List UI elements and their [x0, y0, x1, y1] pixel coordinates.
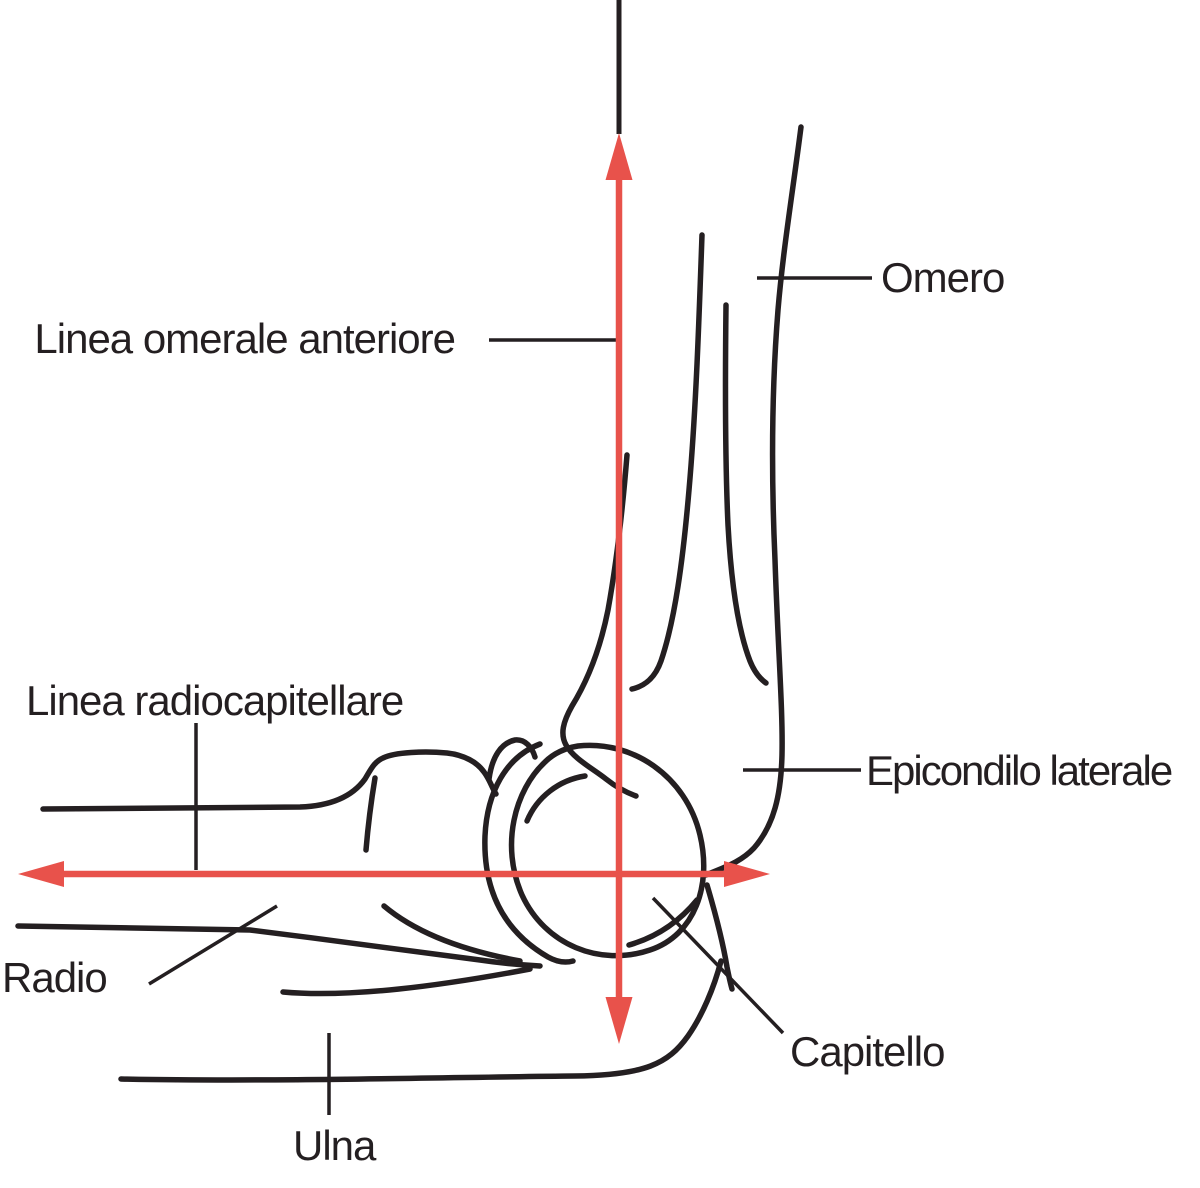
radius-neck-inner-line: [381, 903, 523, 964]
humerus-ridge-line-right: [722, 302, 769, 686]
arrow-up-head-icon: [605, 133, 633, 180]
radius-lower-curve: [280, 966, 533, 997]
label-humerus: Omero: [881, 253, 1005, 301]
label-anterior-humeral-line: Linea omerale anteriore: [34, 314, 456, 362]
humerus-bone: [560, 124, 804, 878]
capitellum-annular-arc: [482, 741, 576, 965]
capitellum-oval: [508, 742, 707, 959]
label-radiocapitellar-line: Linea radiocapitellare: [26, 676, 404, 724]
capitellum-inner-arc: [524, 773, 588, 824]
label-ulna: Ulna: [293, 1121, 376, 1169]
trochlear-notch-arc: [626, 897, 700, 948]
anterior-humeral-line-arrow: [605, 0, 633, 1044]
humerus-ridge-line-left: [629, 232, 705, 692]
arrow-down-head-icon: [605, 997, 633, 1044]
radio-leader: [148, 904, 278, 986]
radiocapitellar-line-arrow: [18, 861, 770, 887]
label-capitellum: Capitello: [790, 1027, 945, 1075]
ulna-bone: [118, 882, 735, 1083]
label-lateral-epicondyle: Epicondilo laterale: [866, 746, 1173, 794]
label-radius: Radio: [2, 953, 108, 1001]
radial-head-inner-line: [363, 775, 378, 853]
ulna-coronoid-front-line: [704, 882, 735, 992]
capitellum-top-bump: [486, 737, 538, 782]
arrow-left-head-icon: [18, 861, 64, 887]
capitello-leader: [651, 896, 785, 1035]
capitellum-shape: [482, 737, 707, 965]
ulna-bottom-outline: [118, 958, 724, 1083]
radius-bottom-outline: [15, 923, 543, 969]
arrow-right-head-icon: [724, 861, 770, 887]
radius-top-outline: [40, 749, 499, 812]
radius-bone: [15, 749, 543, 997]
humerus-posterior-outline: [703, 124, 804, 878]
